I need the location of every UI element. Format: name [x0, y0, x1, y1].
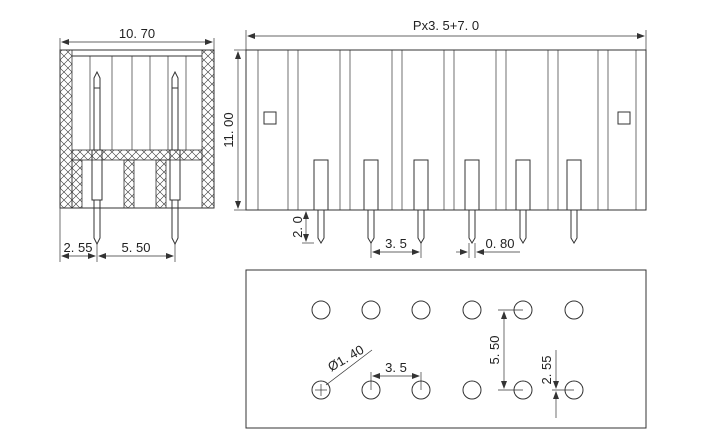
dim-row-offset: 2. 55 — [539, 356, 554, 385]
dim-pin-width: 0. 80 — [486, 236, 515, 251]
front-view: Px3. 5+7. 0 11. 00 2. 0 3. 5 0. 80 — [221, 18, 647, 258]
dim-pitch-front: 3. 5 — [385, 236, 407, 251]
pcb-hole — [361, 300, 381, 320]
front-square-right — [617, 111, 631, 125]
dim-side-width: 10. 70 — [119, 26, 155, 41]
front-pins — [313, 159, 582, 244]
pcb-hole — [462, 300, 482, 320]
dim-total-length: Px3. 5+7. 0 — [413, 18, 479, 33]
dim-height: 11. 00 — [221, 112, 236, 147]
pcb-hole — [311, 380, 331, 400]
side-view: 10. 70 2. 55 5. 50 — [59, 26, 215, 262]
pcb-hole — [564, 300, 584, 320]
front-pin — [566, 159, 582, 244]
dim-pin-offset: 2. 55 — [64, 240, 93, 255]
front-pin — [313, 159, 329, 244]
front-pin — [413, 159, 429, 244]
pcb-hole — [411, 300, 431, 320]
dim-hole-diameter: Ø1. 40 — [325, 342, 366, 375]
front-pin — [464, 159, 480, 244]
dim-pin-spacing-side: 5. 50 — [122, 240, 151, 255]
dim-pitch-pcb: 3. 5 — [385, 360, 407, 375]
front-pin — [363, 159, 379, 244]
pcb-hole — [311, 300, 331, 320]
front-ribs — [257, 50, 637, 210]
front-pin — [515, 159, 531, 244]
dim-pin-protrusion: 2. 0 — [290, 216, 305, 238]
dim-row-spacing: 5. 50 — [487, 336, 502, 365]
pcb-hole — [462, 380, 482, 400]
pcb-footprint: Ø1. 40 3. 5 5. 50 2. 55 — [245, 269, 647, 429]
front-square-left — [263, 111, 277, 125]
